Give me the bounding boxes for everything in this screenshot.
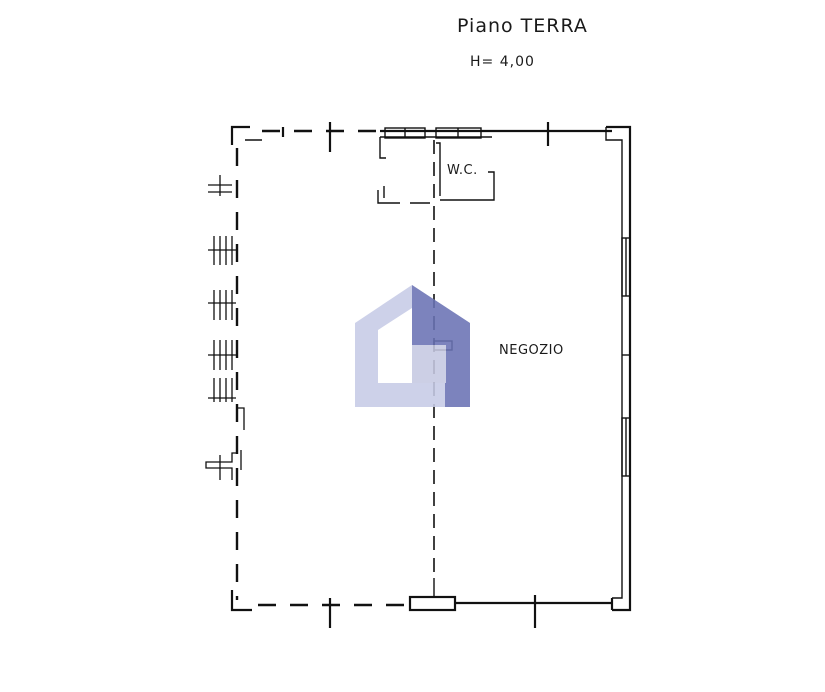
room-label-wc: W.C. (447, 163, 478, 178)
height-label: H= 4,00 (470, 54, 535, 70)
outer-walls (380, 122, 632, 628)
watermark-logo-icon (355, 285, 470, 407)
room-label-negozio: NEGOZIO (499, 343, 564, 358)
dashed-walls (230, 122, 457, 628)
floor-title: Piano TERRA (457, 15, 588, 37)
left-hatching (205, 175, 245, 480)
wc-walls (377, 137, 495, 204)
